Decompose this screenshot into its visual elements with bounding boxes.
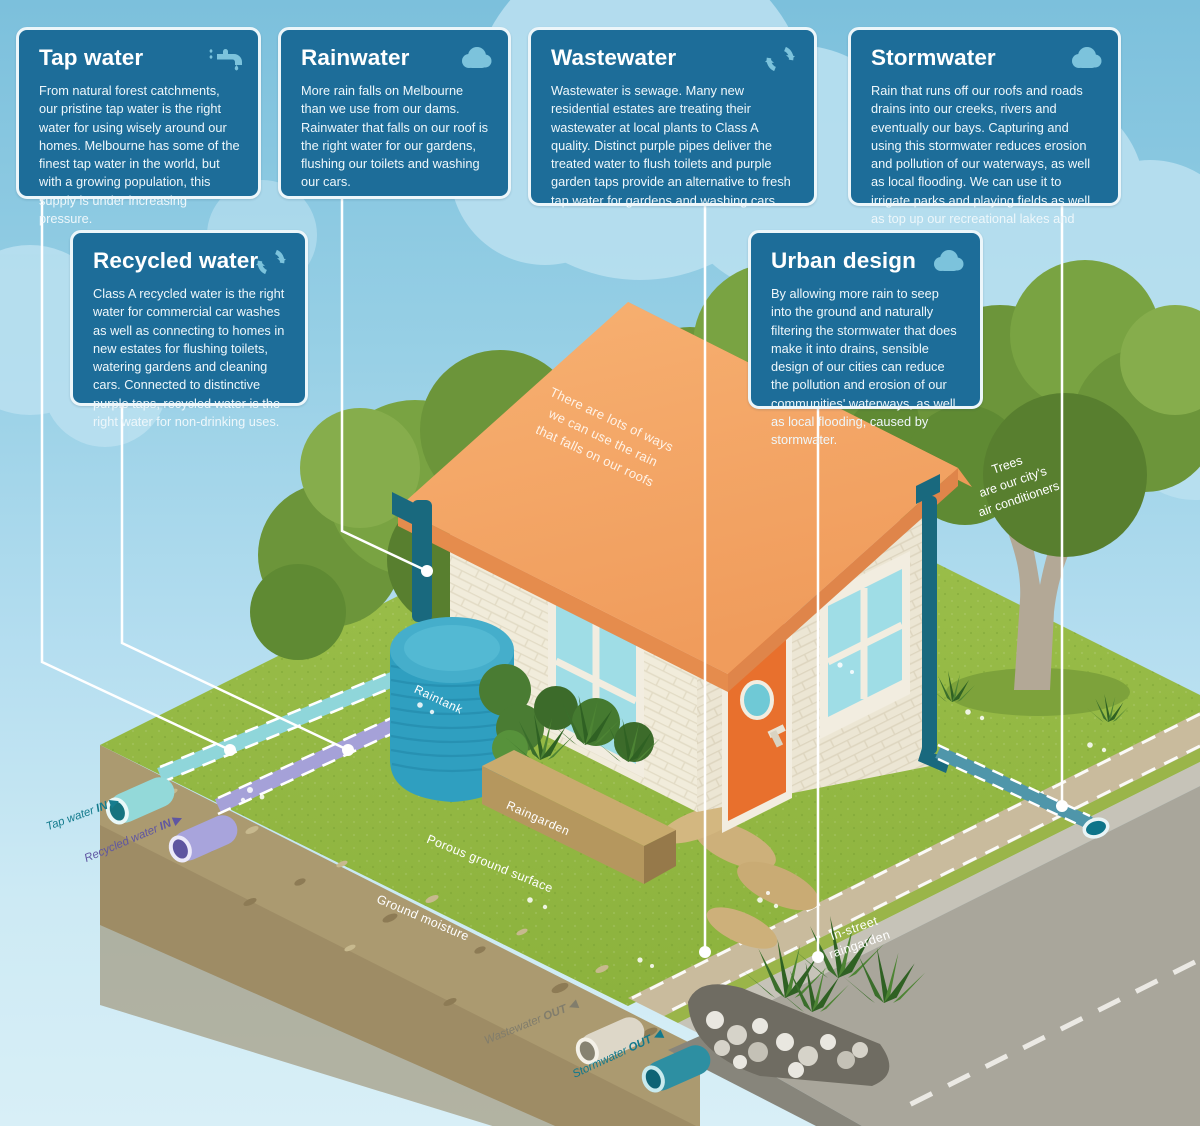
tap-icon xyxy=(209,45,243,71)
card-tap-water: Tap water From natural forest catchments… xyxy=(16,27,261,226)
card-rainwater: Rainwater More rain falls on Melbourne t… xyxy=(278,27,511,199)
door-porthole xyxy=(740,680,774,720)
card-body: Class A recycled water is the right wate… xyxy=(93,286,285,430)
cloud-icon xyxy=(459,45,493,71)
tree-right xyxy=(905,260,1200,722)
tap-water-in-pipe xyxy=(105,777,175,825)
downpipe-left xyxy=(392,492,432,622)
card-recycled-water: Recycled water Class A recycled water is… xyxy=(70,230,308,429)
recycle-icon xyxy=(765,45,799,72)
house xyxy=(392,302,972,833)
card-body: More rain falls on Melbourne than we use… xyxy=(301,83,489,190)
card-title: Tap water xyxy=(39,45,144,70)
window-right xyxy=(820,551,910,739)
card-title: Urban design xyxy=(771,248,916,273)
roof-fascia-right xyxy=(728,468,958,692)
card-title: Wastewater xyxy=(551,45,677,70)
stormwater-out-pipe xyxy=(641,1045,711,1093)
street-drain xyxy=(1082,817,1110,839)
card-body: Wastewater is sewage. Many new residenti… xyxy=(551,83,791,208)
card-wastewater: Wastewater Wastewater is sewage. Many ne… xyxy=(528,27,817,208)
wastewater-out-pipe xyxy=(575,1017,645,1065)
card-title: Stormwater xyxy=(871,45,996,70)
cloud-icon xyxy=(931,248,965,274)
recycle-icon xyxy=(256,248,290,275)
leader-tap-water xyxy=(40,199,231,752)
callout-leader-dots xyxy=(224,565,1068,963)
card-title: Rainwater xyxy=(301,45,410,70)
card-body: From natural forest catchments, our pris… xyxy=(39,83,240,227)
leader-recycled-water xyxy=(120,406,349,752)
recycled-water-in-pipe xyxy=(168,815,238,863)
raingarden-planter xyxy=(479,664,676,884)
card-stormwater: Stormwater Rain that runs off our roofs … xyxy=(848,27,1121,244)
cloud-icon xyxy=(1069,45,1103,71)
callout-leader-lines xyxy=(40,199,1064,957)
roof-fascia-front xyxy=(398,508,728,692)
card-urban-design: Urban design By allowing more rain to se… xyxy=(748,230,983,447)
card-body: Rain that runs off our roofs and roads d… xyxy=(871,83,1091,244)
card-title: Recycled water xyxy=(93,248,259,273)
in-street-raingarden xyxy=(688,916,926,1086)
card-body: By allowing more rain to seep into the g… xyxy=(771,286,957,448)
grass-speckles xyxy=(240,662,1107,968)
leader-rainwater xyxy=(340,199,428,573)
downpipe-right xyxy=(916,474,950,773)
